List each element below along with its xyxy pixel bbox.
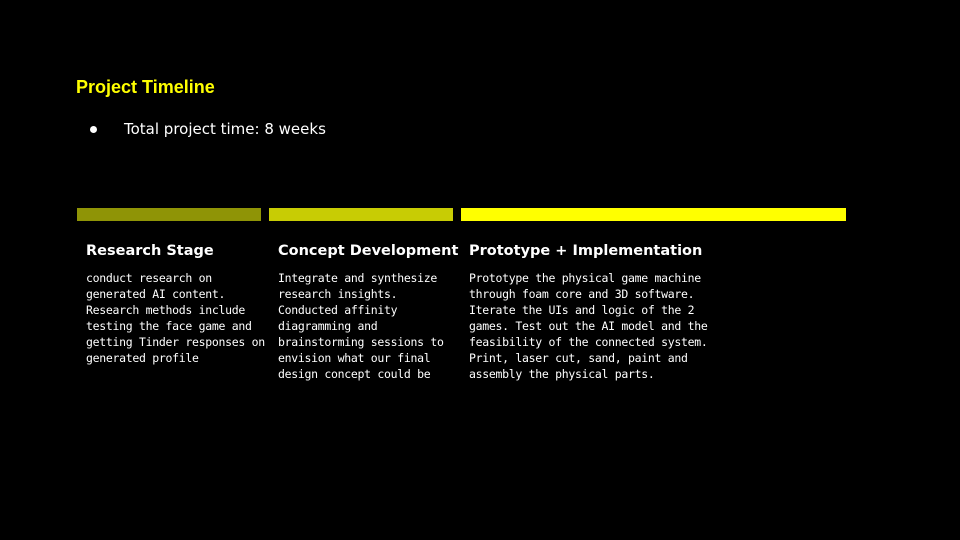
slide-title: Project Timeline: [76, 77, 215, 97]
stage-title: Prototype + Implementation: [469, 243, 703, 259]
stage-prototype: Prototype + Implementation Prototype the…: [469, 241, 709, 382]
stage-description: Integrate and synthesize research insigh…: [278, 271, 444, 381]
stage-description: Prototype the physical game machine thro…: [469, 271, 708, 381]
stage-concept: Concept Development Integrate and synthe…: [278, 241, 458, 382]
stage-description: conduct research on generated AI content…: [86, 271, 265, 365]
stage-title: Concept Development: [278, 243, 459, 259]
bullet-item: Total project time: 8 weeks: [90, 119, 326, 139]
timeline-bar-prototype: [461, 208, 846, 221]
stage-title: Research Stage: [86, 243, 214, 259]
bullet-text: Total project time: 8 weeks: [124, 120, 326, 138]
bullet-dot-icon: [90, 125, 97, 133]
timeline-bar-concept: [269, 208, 453, 221]
timeline-bar-research: [77, 208, 261, 221]
stage-research: Research Stage conduct research on gener…: [86, 241, 266, 366]
